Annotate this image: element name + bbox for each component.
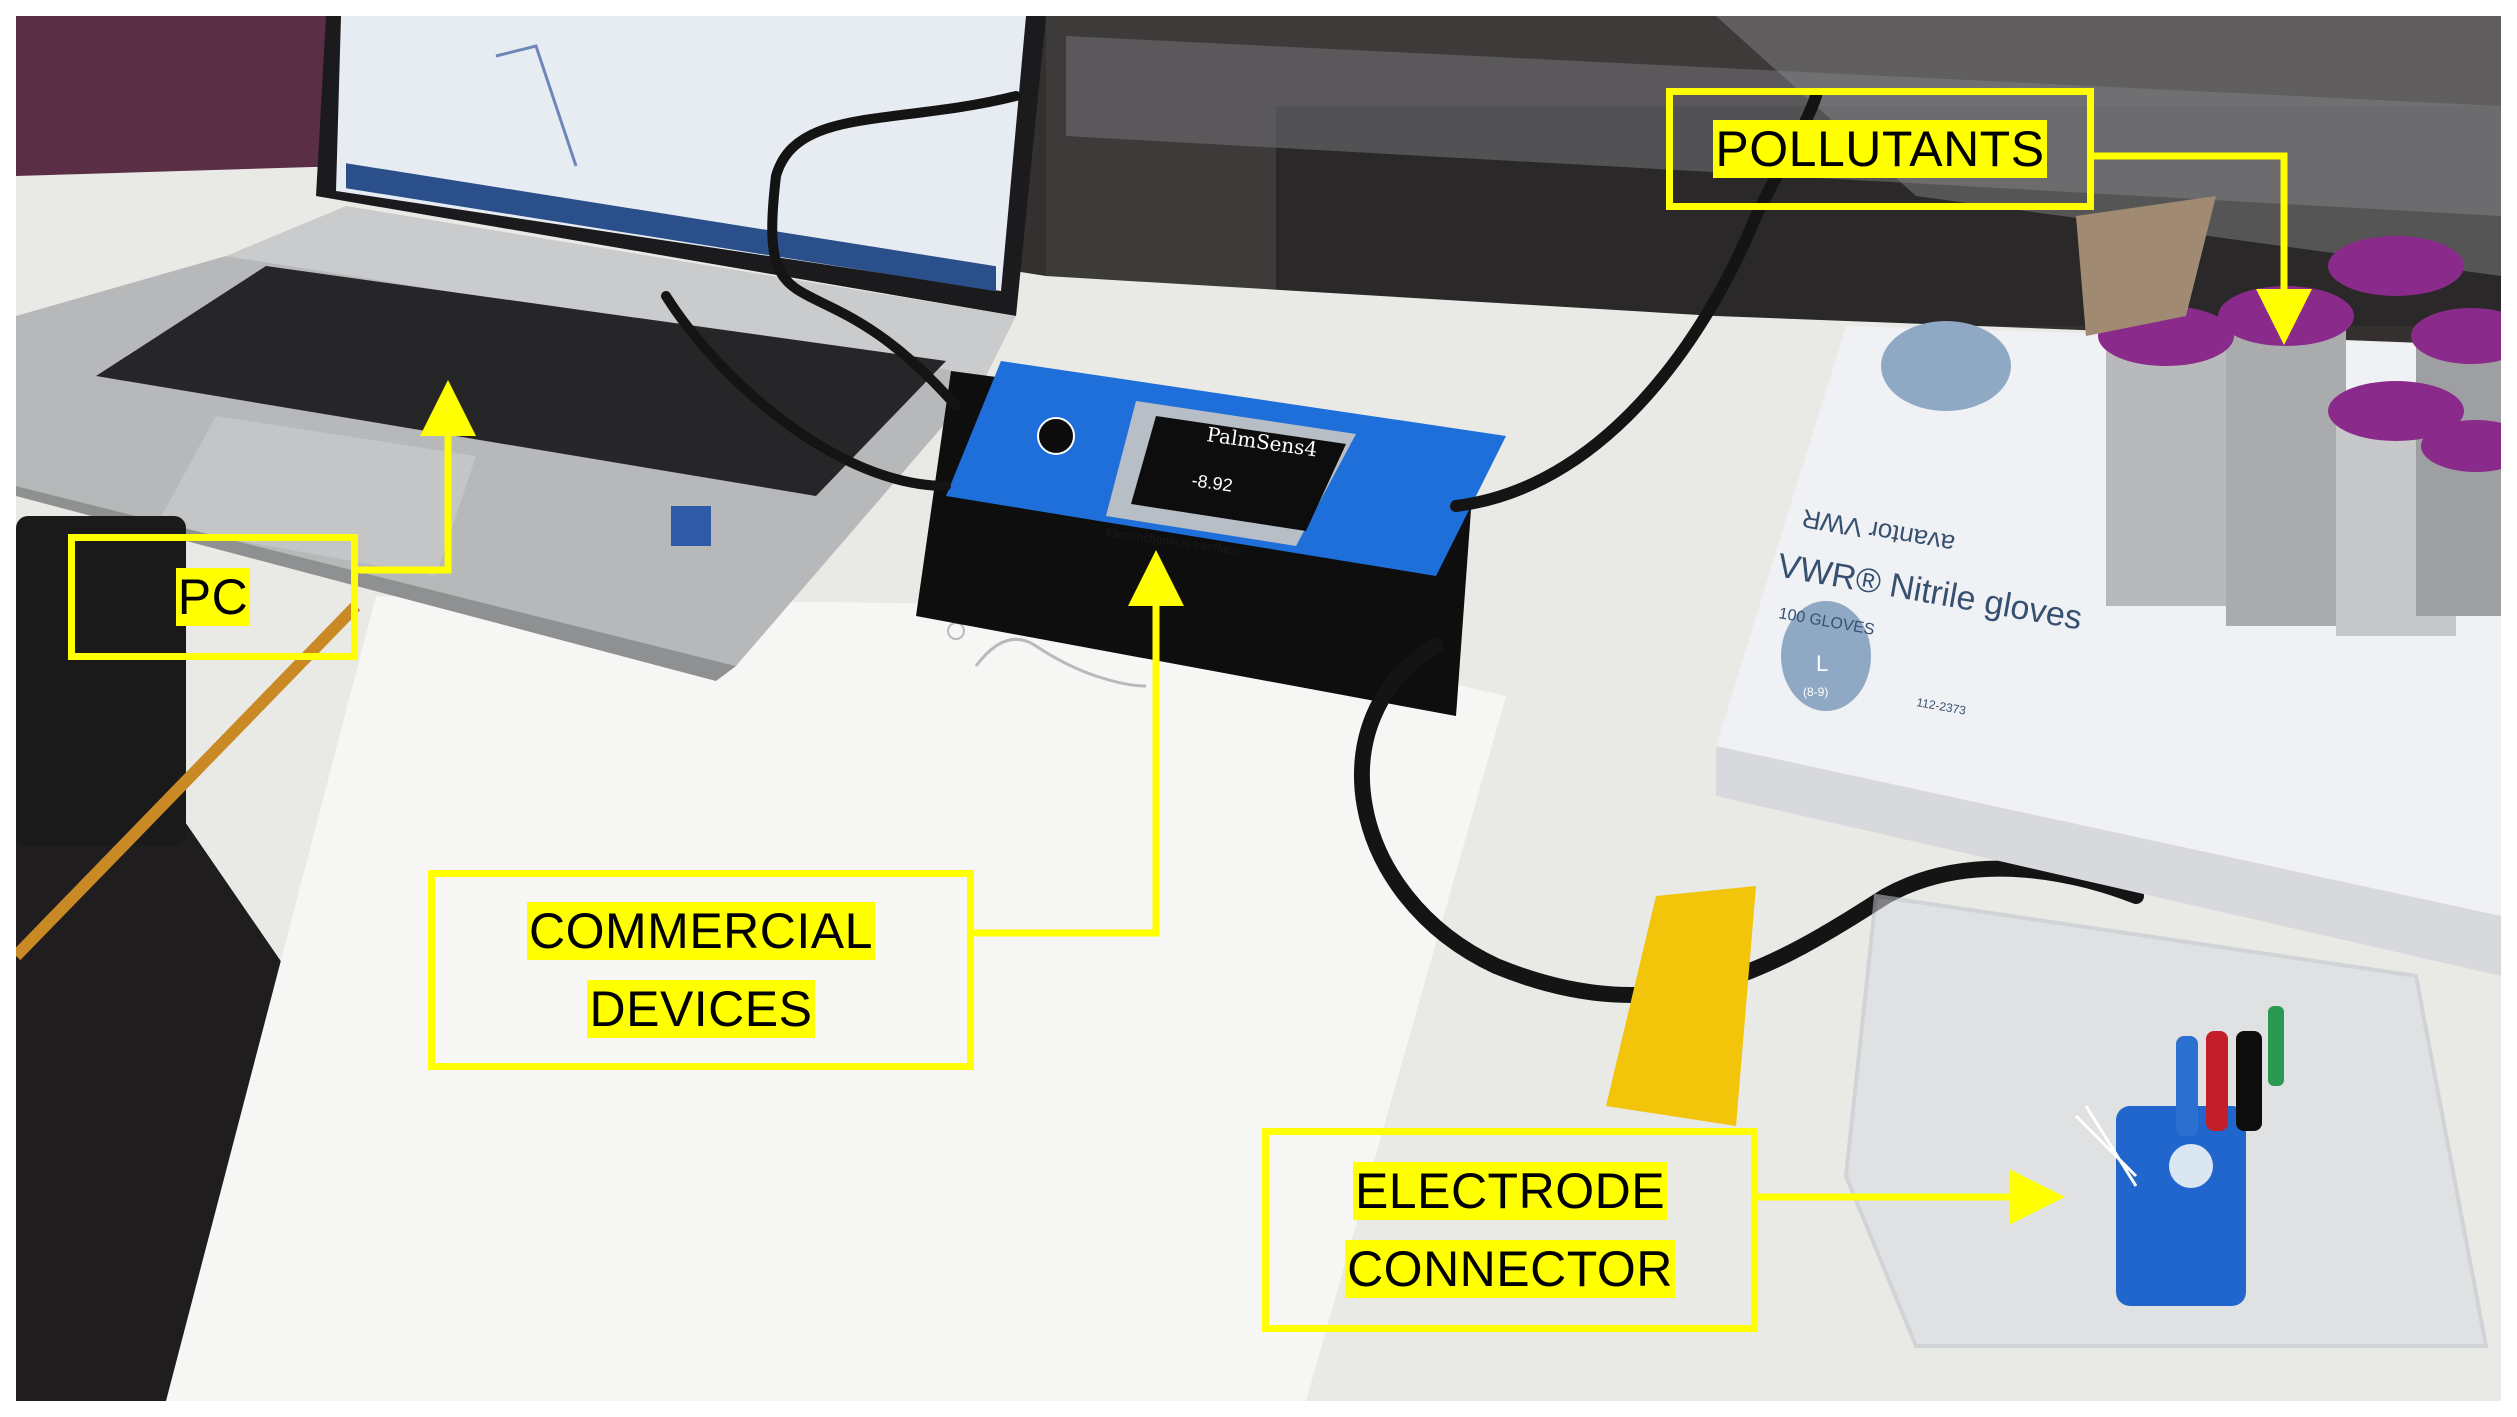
pc-callout: PC [68, 534, 358, 660]
photo-scene: PalmSens4 -8.92 Electrochemical Interfac… [16, 16, 2501, 1401]
electrode-connector-object [2074, 1006, 2284, 1306]
yellow-tape [1606, 886, 1756, 1126]
commercial-devices-callout: COMMERCIAL DEVICES [428, 870, 974, 1070]
glove-box-size-range-text: (8-9) [1803, 685, 1828, 699]
electrode-connector-label-line1: ELECTRODE [1352, 1162, 1668, 1220]
electrode-connector-label-line2: CONNECTOR [1345, 1240, 1675, 1298]
laptop-illustration [16, 16, 1046, 681]
glove-box-size-text: L [1816, 651, 1828, 676]
lab-setup-photo: PalmSens4 -8.92 Electrochemical Interfac… [16, 16, 2501, 1401]
commercial-devices-label-line2: DEVICES [587, 980, 815, 1038]
electrode-connector-callout: ELECTRODE CONNECTOR [1262, 1128, 1758, 1332]
pollutants-callout: POLLUTANTS [1666, 88, 2094, 210]
pc-label: PC [175, 568, 251, 626]
commercial-devices-label-line1: COMMERCIAL [527, 902, 875, 960]
pollutants-label: POLLUTANTS [1713, 120, 2047, 178]
